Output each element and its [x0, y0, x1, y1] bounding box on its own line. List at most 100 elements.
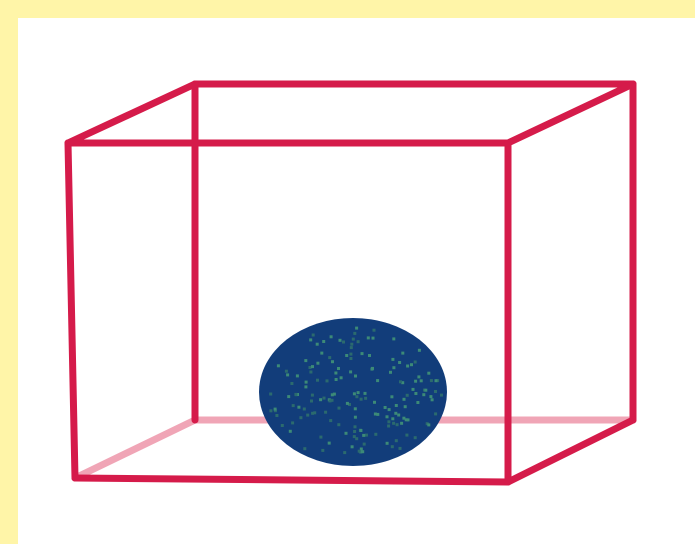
ball-speckle — [322, 340, 325, 343]
ball-speckle — [355, 327, 358, 330]
ball-speckle — [292, 404, 295, 407]
ball-speckle — [352, 338, 355, 341]
ball-speckle — [345, 354, 348, 357]
ball-speckle — [311, 412, 314, 415]
ball-speckle — [311, 394, 314, 397]
ball-speckle — [329, 419, 332, 422]
ball-speckle — [297, 406, 300, 409]
ball-speckle — [365, 434, 368, 437]
ball-speckle — [304, 359, 307, 362]
ball-speckle — [303, 447, 306, 450]
ball-speckle — [303, 408, 306, 411]
ball-speckle — [406, 394, 409, 397]
ball-speckle — [398, 361, 401, 364]
ball-speckle — [400, 422, 403, 425]
ball-speckle — [427, 423, 430, 426]
ball-speckle — [289, 430, 292, 433]
ball-speckle — [431, 398, 434, 401]
ball-speckle — [391, 358, 394, 361]
ball-speckle — [286, 373, 289, 376]
ball-speckle — [373, 401, 376, 404]
ball-speckle — [374, 413, 377, 416]
ball-speckle — [429, 395, 432, 398]
ball-speckle — [331, 393, 334, 396]
ball-speckle — [434, 412, 437, 415]
ball-speckle — [350, 346, 353, 349]
box-edge-bottom-right-diag — [508, 420, 633, 482]
ball-speckle — [281, 424, 284, 427]
ball-speckle — [427, 372, 430, 375]
ball-speckle — [386, 442, 389, 445]
ball-speckle — [417, 375, 420, 378]
ball-speckle — [269, 393, 272, 396]
ball-speckle — [354, 425, 357, 428]
ball-speckle — [416, 401, 419, 404]
ball-speckle — [291, 421, 294, 424]
ball-speckle — [405, 418, 408, 421]
ball-speckle — [395, 439, 398, 442]
ball-speckle — [350, 343, 353, 346]
ball-speckle — [340, 376, 343, 379]
ball-speckle — [337, 367, 340, 370]
ball-speckle — [354, 375, 357, 378]
ball-speckle — [269, 409, 272, 412]
ball-speckle — [304, 385, 307, 388]
ball-speckle — [420, 379, 423, 382]
ball-speckle — [294, 393, 297, 396]
ball-speckle — [395, 404, 398, 407]
ball-speckle — [391, 445, 394, 448]
ball-speckle — [422, 393, 425, 396]
ball-speckle — [412, 388, 415, 391]
ball-speckle — [435, 379, 438, 382]
ball-speckle — [354, 407, 357, 410]
ball-speckle — [386, 415, 389, 418]
ball-speckle — [392, 422, 395, 425]
ball-speckle — [331, 360, 334, 363]
ball-speckle — [389, 371, 392, 374]
ball-speckle — [324, 411, 327, 414]
ball-speckle — [362, 434, 365, 437]
ball-speckle — [349, 357, 352, 360]
ball-speckle — [440, 394, 443, 397]
ball-speckle — [285, 370, 288, 373]
ball-speckle — [401, 352, 404, 355]
ball-speckle — [396, 423, 399, 426]
ball-speckle — [430, 379, 433, 382]
ball-speckle — [275, 414, 278, 417]
ball-speckle — [342, 341, 345, 344]
ball-speckle — [316, 379, 319, 382]
ball-speckle — [349, 370, 352, 373]
ball-speckle — [434, 390, 437, 393]
ball-speckle — [392, 366, 395, 369]
ball-speckle — [414, 436, 417, 439]
ball-speckle — [368, 354, 371, 357]
ball-speckle — [287, 395, 290, 398]
box-edge-top-right-diag — [508, 84, 633, 143]
ball-speckle — [334, 372, 337, 375]
ball-speckle — [320, 352, 323, 355]
ball-speckle — [323, 397, 326, 400]
ball-speckle — [354, 416, 357, 419]
ball-speckle — [338, 407, 341, 410]
ball-speckle — [359, 429, 362, 432]
ball-speckle — [277, 364, 280, 367]
ball-speckle — [390, 395, 393, 398]
box-edge-back-left-bottom-diag — [75, 420, 195, 478]
ball-speckle — [349, 353, 352, 356]
ball-speckle — [399, 380, 402, 383]
ball-speckle — [361, 352, 364, 355]
ball-speckle — [404, 405, 407, 408]
ball-speckle — [296, 374, 299, 377]
ball-speckle — [357, 391, 360, 394]
ball-speckle — [358, 450, 361, 453]
ball-speckle — [374, 433, 377, 436]
ball-speckle — [391, 417, 394, 420]
ball-speckle — [372, 337, 375, 340]
ball-speckle — [346, 402, 349, 405]
ball-speckle — [328, 442, 331, 445]
ball-speckle — [345, 432, 348, 435]
ball-speckle — [330, 335, 333, 338]
box-edge-top-left-diag — [68, 84, 195, 143]
